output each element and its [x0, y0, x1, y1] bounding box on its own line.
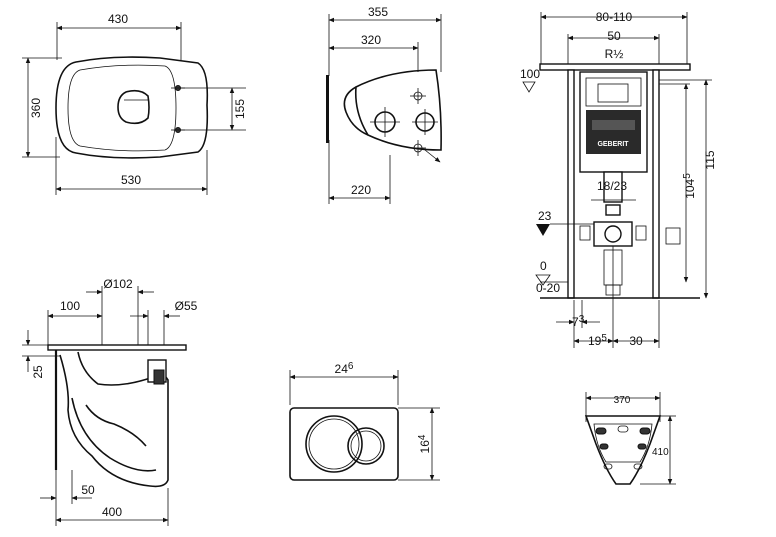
dim-side-total: 355 — [368, 5, 388, 19]
dim-100: 100 — [60, 299, 80, 313]
dim-frame-inner-width: 50 — [607, 29, 621, 43]
level-0: 0 — [540, 259, 547, 273]
dim-side-height: 220 — [351, 183, 371, 197]
dim-depth-400: 400 — [102, 505, 122, 519]
flush-button-small — [347, 427, 385, 465]
front-bowl-outline — [584, 415, 662, 485]
flush-button-large — [305, 415, 363, 473]
dim-outlet-diameter: Ø102 — [103, 277, 133, 291]
level-100: 100 — [520, 67, 540, 81]
dim-side-fix-depth: 320 — [361, 33, 381, 47]
dim-toilet-depth: 360 — [29, 98, 43, 118]
level-23: 23 — [538, 209, 552, 223]
dim-offset-small: 73 — [572, 314, 585, 329]
dim-toilet-length: 530 — [121, 173, 141, 187]
brand-label: GEBERIT — [597, 141, 629, 148]
dim-frame-width-range: 80-110 — [596, 10, 633, 24]
dim-button-width: 246 — [335, 361, 354, 376]
flush-plate-view: 246 164 — [289, 361, 440, 481]
dim-inlet-diameter: Ø55 — [175, 299, 198, 313]
dim-front-width: 370 — [614, 395, 631, 406]
dim-offset-30: 30 — [629, 334, 643, 348]
dim-thread: R½ — [605, 47, 624, 61]
toilet-front-view: 370 410 — [584, 392, 676, 485]
dim-frame-inner-height: 1045 — [682, 173, 697, 199]
dim-frame-height: 115 — [703, 150, 717, 169]
installation-frame-view: 80-110 50 R½ GEBERIT 115 — [520, 10, 717, 348]
dim-connector: 18/23 — [597, 179, 627, 193]
dim-rim: 25 — [31, 365, 45, 379]
dim-offset-19: 195 — [588, 333, 607, 348]
flush-plate — [289, 407, 399, 481]
toilet-side-view: 355 320 220 — [326, 5, 442, 204]
toilet-top-view: 430 530 360 155 — [22, 12, 247, 195]
dim-toilet-width: 430 — [108, 12, 128, 26]
dim-fix-spacing: 155 — [233, 99, 247, 119]
dim-front-height: 410 — [652, 447, 669, 458]
dim-button-height: 164 — [417, 434, 432, 453]
toilet-section-view: Ø102 100 Ø55 25 50 400 — [22, 277, 198, 526]
dim-base-50: 50 — [81, 483, 95, 497]
level-floor-range: 0-20 — [536, 281, 560, 295]
